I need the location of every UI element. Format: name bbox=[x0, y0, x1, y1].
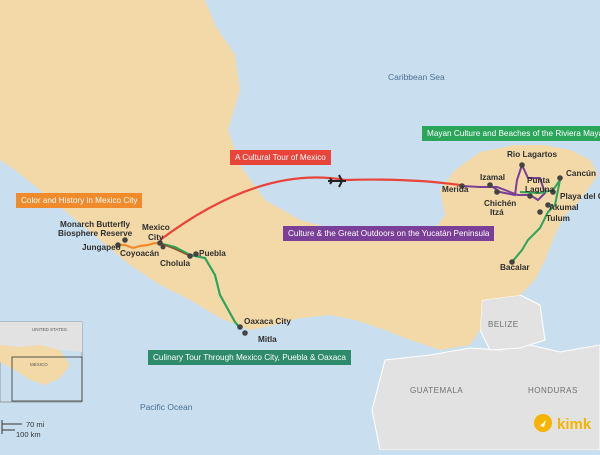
label-cholula: Cholula bbox=[160, 259, 190, 268]
dot-cancun bbox=[557, 175, 563, 181]
dot-chichen bbox=[494, 189, 500, 195]
dot-monarch bbox=[122, 237, 128, 243]
label-mitla: Mitla bbox=[258, 335, 277, 344]
dot-cholula bbox=[187, 253, 193, 259]
dot-mitla bbox=[242, 330, 248, 336]
route-cultural-tour bbox=[159, 176, 461, 241]
dot-bacalar bbox=[509, 259, 515, 265]
tag-cultural-tour[interactable]: A Cultural Tour of Mexico bbox=[230, 150, 331, 165]
logo-text: kimk bbox=[557, 416, 592, 433]
label-monarch-2: Biosphere Reserve bbox=[58, 229, 133, 238]
route-yucatan bbox=[461, 162, 547, 202]
dot-oaxaca bbox=[237, 324, 243, 330]
honduras-label: HONDURAS bbox=[528, 386, 578, 395]
label-punta-2: Laguna bbox=[525, 185, 555, 194]
label-punta-1: Punta bbox=[527, 176, 550, 185]
baja-land bbox=[0, 0, 95, 110]
pacific-ocean-label: Pacific Ocean bbox=[140, 402, 193, 412]
scale-bar: 70 mi 100 km bbox=[1, 420, 45, 439]
dot-jungapeo bbox=[115, 242, 121, 248]
central-america-land bbox=[371, 344, 600, 451]
tag-culinary[interactable]: Culinary Tour Through Mexico City, Puebl… bbox=[148, 350, 351, 365]
label-jungapeo: Jungapeo bbox=[82, 243, 121, 252]
logo: kimk bbox=[534, 414, 592, 433]
route-riviera-maya bbox=[511, 179, 561, 263]
belize-label: BELIZE bbox=[488, 320, 519, 329]
tag-mayan-beaches[interactable]: Mayan Culture and Beaches of the Riviera… bbox=[422, 126, 600, 141]
dot-coyoacan bbox=[160, 244, 166, 250]
dot-playa bbox=[550, 189, 556, 195]
label-puebla: Puebla bbox=[199, 249, 226, 258]
tag-color-history[interactable]: Color and History in Mexico City bbox=[16, 193, 143, 208]
label-mexico-city-1: Mexico bbox=[142, 223, 170, 232]
airplane-icon bbox=[328, 174, 346, 188]
label-chichen-2: Itzá bbox=[490, 208, 504, 217]
dot-punta-laguna bbox=[527, 193, 533, 199]
route-color-history bbox=[118, 241, 163, 250]
label-akumal: Akumal bbox=[549, 203, 579, 212]
dot-izamal bbox=[487, 182, 493, 188]
label-merida: Merida bbox=[442, 185, 469, 194]
tag-yucatan[interactable]: Culture & the Great Outdoors on the Yuca… bbox=[283, 226, 495, 241]
dot-puebla bbox=[193, 251, 199, 257]
label-tulum: Tulum bbox=[546, 214, 570, 223]
dot-akumal bbox=[545, 202, 551, 208]
dot-mexico-city bbox=[157, 240, 163, 246]
inset-mexico-label: MEXICO bbox=[30, 362, 48, 367]
label-playa: Playa del C bbox=[560, 192, 600, 201]
label-mexico-city-2: City bbox=[148, 233, 164, 242]
mexico-land bbox=[0, 0, 598, 350]
label-izamal: Izamal bbox=[480, 173, 505, 182]
belize-land bbox=[479, 294, 546, 351]
route-overlap bbox=[161, 243, 191, 257]
inset-map: UNITED STATES MEXICO bbox=[0, 321, 83, 403]
label-bacalar: Bacalar bbox=[500, 263, 530, 272]
dot-merida bbox=[459, 183, 465, 189]
label-cancun: Cancún bbox=[566, 169, 596, 178]
route-culinary bbox=[161, 242, 241, 329]
label-oaxaca: Oaxaca City bbox=[244, 317, 291, 326]
dot-tulum bbox=[537, 209, 543, 215]
city-dots bbox=[115, 162, 563, 336]
scale-miles: 70 mi bbox=[26, 420, 45, 429]
label-chichen-1: Chichén bbox=[484, 199, 516, 208]
label-rio-lagartos: Rio Lagartos bbox=[507, 150, 557, 159]
label-monarch-1: Monarch Butterfly bbox=[60, 220, 131, 229]
label-coyoacan: Coyoacán bbox=[120, 249, 159, 258]
dot-rio-lagartos bbox=[519, 162, 525, 168]
inset-us-label: UNITED STATES bbox=[32, 327, 67, 332]
caribbean-sea-label: Caribbean Sea bbox=[388, 72, 445, 82]
scale-km: 100 km bbox=[16, 430, 41, 439]
guatemala-label: GUATEMALA bbox=[410, 386, 463, 395]
